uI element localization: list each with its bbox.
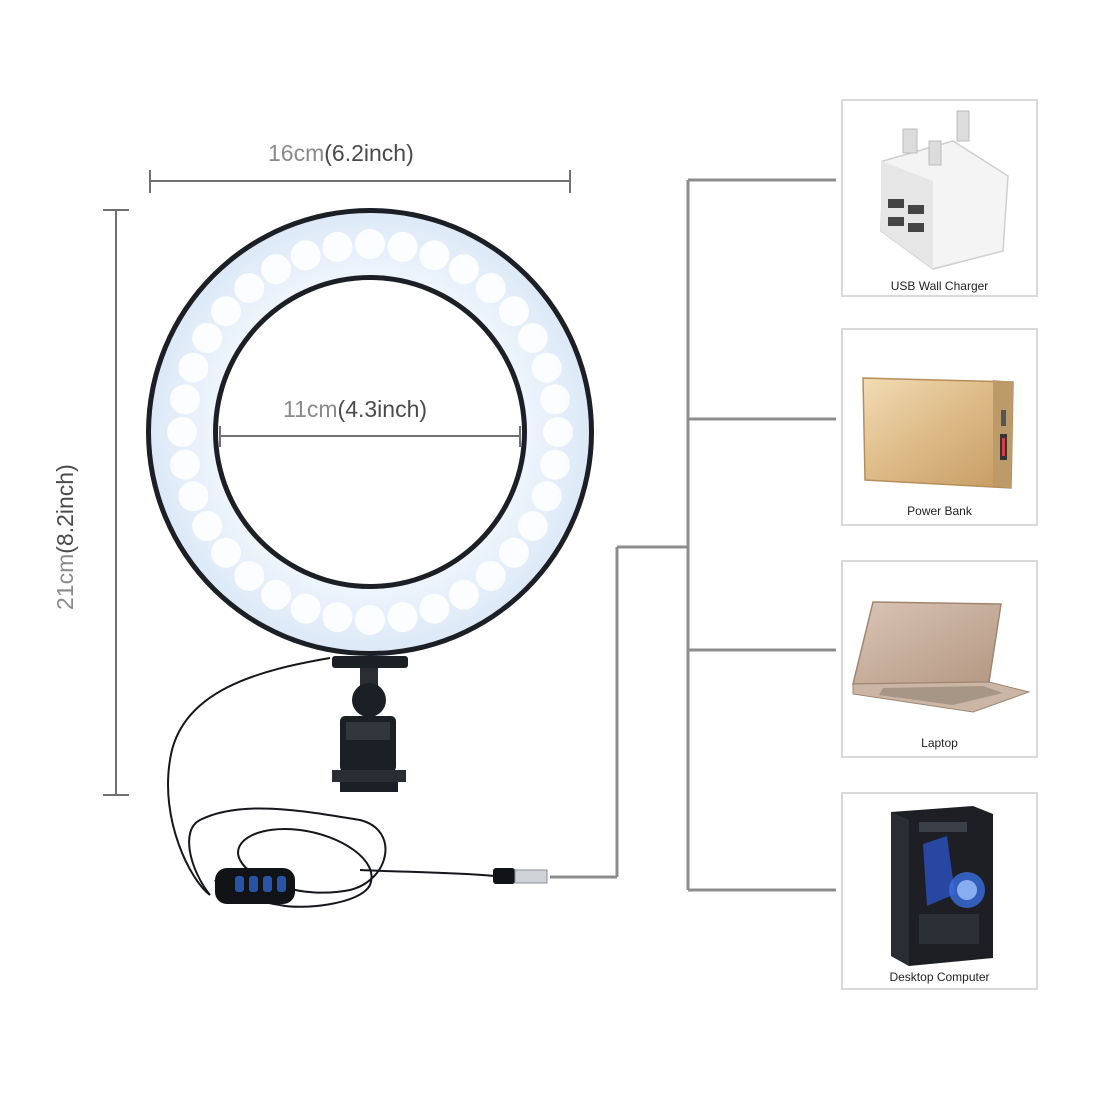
- led-dot: [355, 229, 385, 259]
- led-dot: [178, 352, 209, 383]
- led-dot: [540, 449, 571, 480]
- led-dot: [475, 561, 506, 591]
- connector-lines: [550, 178, 836, 892]
- device-card-power-bank: Power Bank: [841, 328, 1038, 526]
- width-imperial: (6.2inch): [324, 140, 414, 166]
- device-card-laptop: Laptop: [841, 560, 1038, 758]
- device-label: Laptop: [921, 736, 958, 750]
- led-dot: [192, 511, 223, 541]
- device-card-usb-wall-charger: USB Wall Charger: [841, 99, 1038, 297]
- led-dot: [387, 602, 418, 633]
- led-dot: [290, 240, 321, 271]
- width-metric: 16cm: [268, 140, 325, 166]
- laptop-icon: [852, 601, 1031, 713]
- led-dot: [475, 273, 506, 303]
- usb-plug: [493, 868, 548, 884]
- width-dimension-line: [149, 170, 571, 193]
- led-dot: [517, 511, 548, 541]
- device-label: Desktop Computer: [889, 970, 990, 984]
- led-dot: [178, 481, 209, 512]
- ball-head-mount: [332, 656, 408, 792]
- led-dot: [531, 481, 562, 512]
- led-dot: [419, 240, 450, 271]
- usb-cable: [167, 657, 496, 908]
- inner-imperial: (4.3inch): [337, 396, 428, 422]
- led-dot: [322, 231, 353, 262]
- device-card-desktop-computer: Desktop Computer: [841, 792, 1038, 990]
- led-dot: [169, 384, 200, 415]
- led-dot: [290, 593, 321, 624]
- led-dot: [540, 384, 571, 415]
- width-dimension-label: 16cm(6.2inch): [268, 140, 414, 167]
- inner-metric: 11cm: [283, 396, 338, 422]
- led-dot: [167, 417, 197, 447]
- device-label: USB Wall Charger: [890, 279, 989, 293]
- led-dot: [499, 296, 529, 327]
- led-dot: [517, 323, 548, 353]
- led-dot: [211, 537, 241, 568]
- led-dot: [419, 593, 450, 624]
- led-dot: [192, 323, 223, 353]
- led-dot: [169, 449, 200, 480]
- led-dot: [543, 417, 573, 447]
- led-dot: [449, 579, 479, 610]
- height-dimension-label: 21cm(8.2inch): [52, 464, 79, 610]
- power-bank-icon: [862, 377, 1014, 489]
- led-dot: [387, 231, 418, 262]
- led-dot: [211, 296, 241, 327]
- led-dot: [261, 254, 291, 285]
- led-dot: [531, 352, 562, 383]
- led-dot: [449, 254, 479, 285]
- led-dot: [322, 602, 353, 633]
- height-imperial: (8.2inch): [52, 464, 78, 554]
- inner-dimension-line: [219, 426, 521, 447]
- ring-light: [146, 208, 594, 656]
- height-metric: 21cm: [52, 553, 78, 610]
- led-dot: [261, 579, 291, 610]
- led-dot: [234, 273, 265, 303]
- usb-wall-charger-icon: [880, 110, 1009, 270]
- led-dots: [167, 229, 573, 635]
- device-label: Power Bank: [907, 504, 972, 518]
- led-dot: [499, 537, 529, 568]
- led-dot: [355, 605, 385, 635]
- inline-remote: [215, 868, 295, 904]
- height-dimension-line: [103, 209, 129, 796]
- inner-diameter-label: 11cm(4.3inch): [283, 396, 427, 423]
- desktop-computer-icon: [891, 806, 993, 966]
- led-dot: [234, 561, 265, 591]
